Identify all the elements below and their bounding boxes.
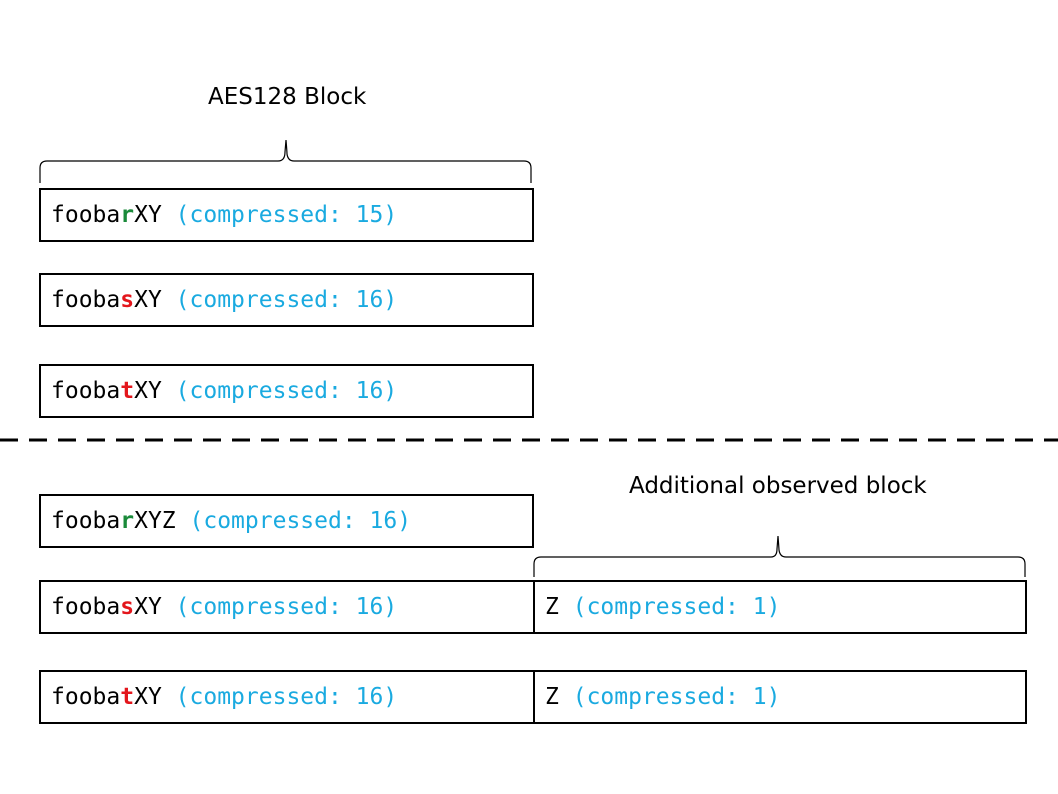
row-suffix: XY: [134, 684, 162, 710]
block-row-bottom-3: foobatXY (compressed: 16): [39, 670, 535, 724]
row-suffix: XYZ: [134, 508, 176, 534]
block-row-top-1: foobarXY (compressed: 15): [39, 188, 534, 242]
block-row-bottom-2: foobasXY (compressed: 16): [39, 580, 535, 634]
row-prefix: fooba: [51, 378, 121, 404]
row-prefix: fooba: [51, 508, 121, 534]
block-row-top-2: foobasXY (compressed: 16): [39, 273, 534, 327]
row-suffix: XY: [134, 202, 162, 228]
row-guess-char: t: [120, 684, 135, 710]
row-guess-char: s: [120, 287, 135, 313]
row-compressed-note: (compressed: 16): [175, 594, 398, 620]
row-compressed-note: (compressed: 16): [189, 508, 412, 534]
extra-block-2: Z (compressed: 1): [533, 670, 1027, 724]
row-suffix: XY: [134, 287, 162, 313]
extra-block-note: (compressed: 1): [572, 684, 781, 710]
row-guess-char: t: [120, 378, 135, 404]
row-suffix: XY: [134, 378, 162, 404]
extra-block-text: Z: [545, 684, 559, 710]
row-compressed-note: (compressed: 16): [175, 287, 398, 313]
row-prefix: fooba: [51, 202, 121, 228]
row-guess-char: s: [120, 594, 135, 620]
row-compressed-note: (compressed: 16): [175, 684, 398, 710]
block-row-bottom-1: foobarXYZ (compressed: 16): [39, 494, 534, 548]
extra-block-1: Z (compressed: 1): [533, 580, 1027, 634]
aes-block-brace: [39, 139, 532, 183]
row-compressed-note: (compressed: 16): [175, 378, 398, 404]
row-prefix: fooba: [51, 684, 121, 710]
aes-block-label: AES128 Block: [208, 84, 367, 110]
row-guess-char: r: [120, 202, 135, 228]
extra-block-note: (compressed: 1): [572, 594, 781, 620]
row-compressed-note: (compressed: 15): [175, 202, 398, 228]
additional-block-brace: [533, 535, 1026, 577]
row-prefix: fooba: [51, 594, 121, 620]
additional-block-label: Additional observed block: [629, 473, 927, 499]
row-guess-char: r: [120, 508, 135, 534]
row-suffix: XY: [134, 594, 162, 620]
block-row-top-3: foobatXY (compressed: 16): [39, 364, 534, 418]
extra-block-text: Z: [545, 594, 559, 620]
row-prefix: fooba: [51, 287, 121, 313]
